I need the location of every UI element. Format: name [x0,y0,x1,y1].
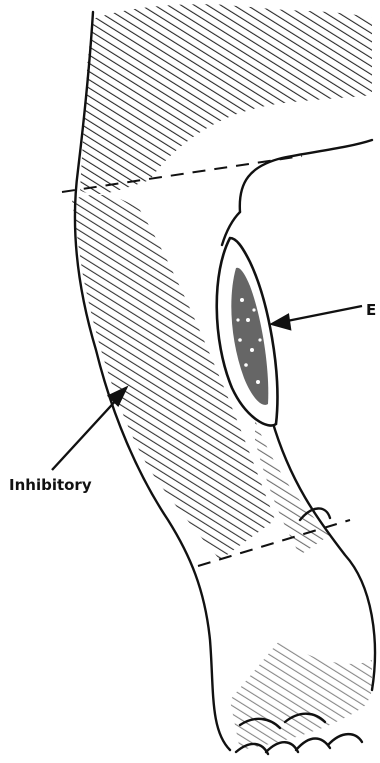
e-arrow [282,306,362,322]
inhibitory-label: Inhibitory [9,476,92,494]
inhibitory-arrow [52,396,120,470]
e-arrowhead [272,315,290,329]
arm-shading [72,4,372,750]
e-label: E [366,301,376,319]
